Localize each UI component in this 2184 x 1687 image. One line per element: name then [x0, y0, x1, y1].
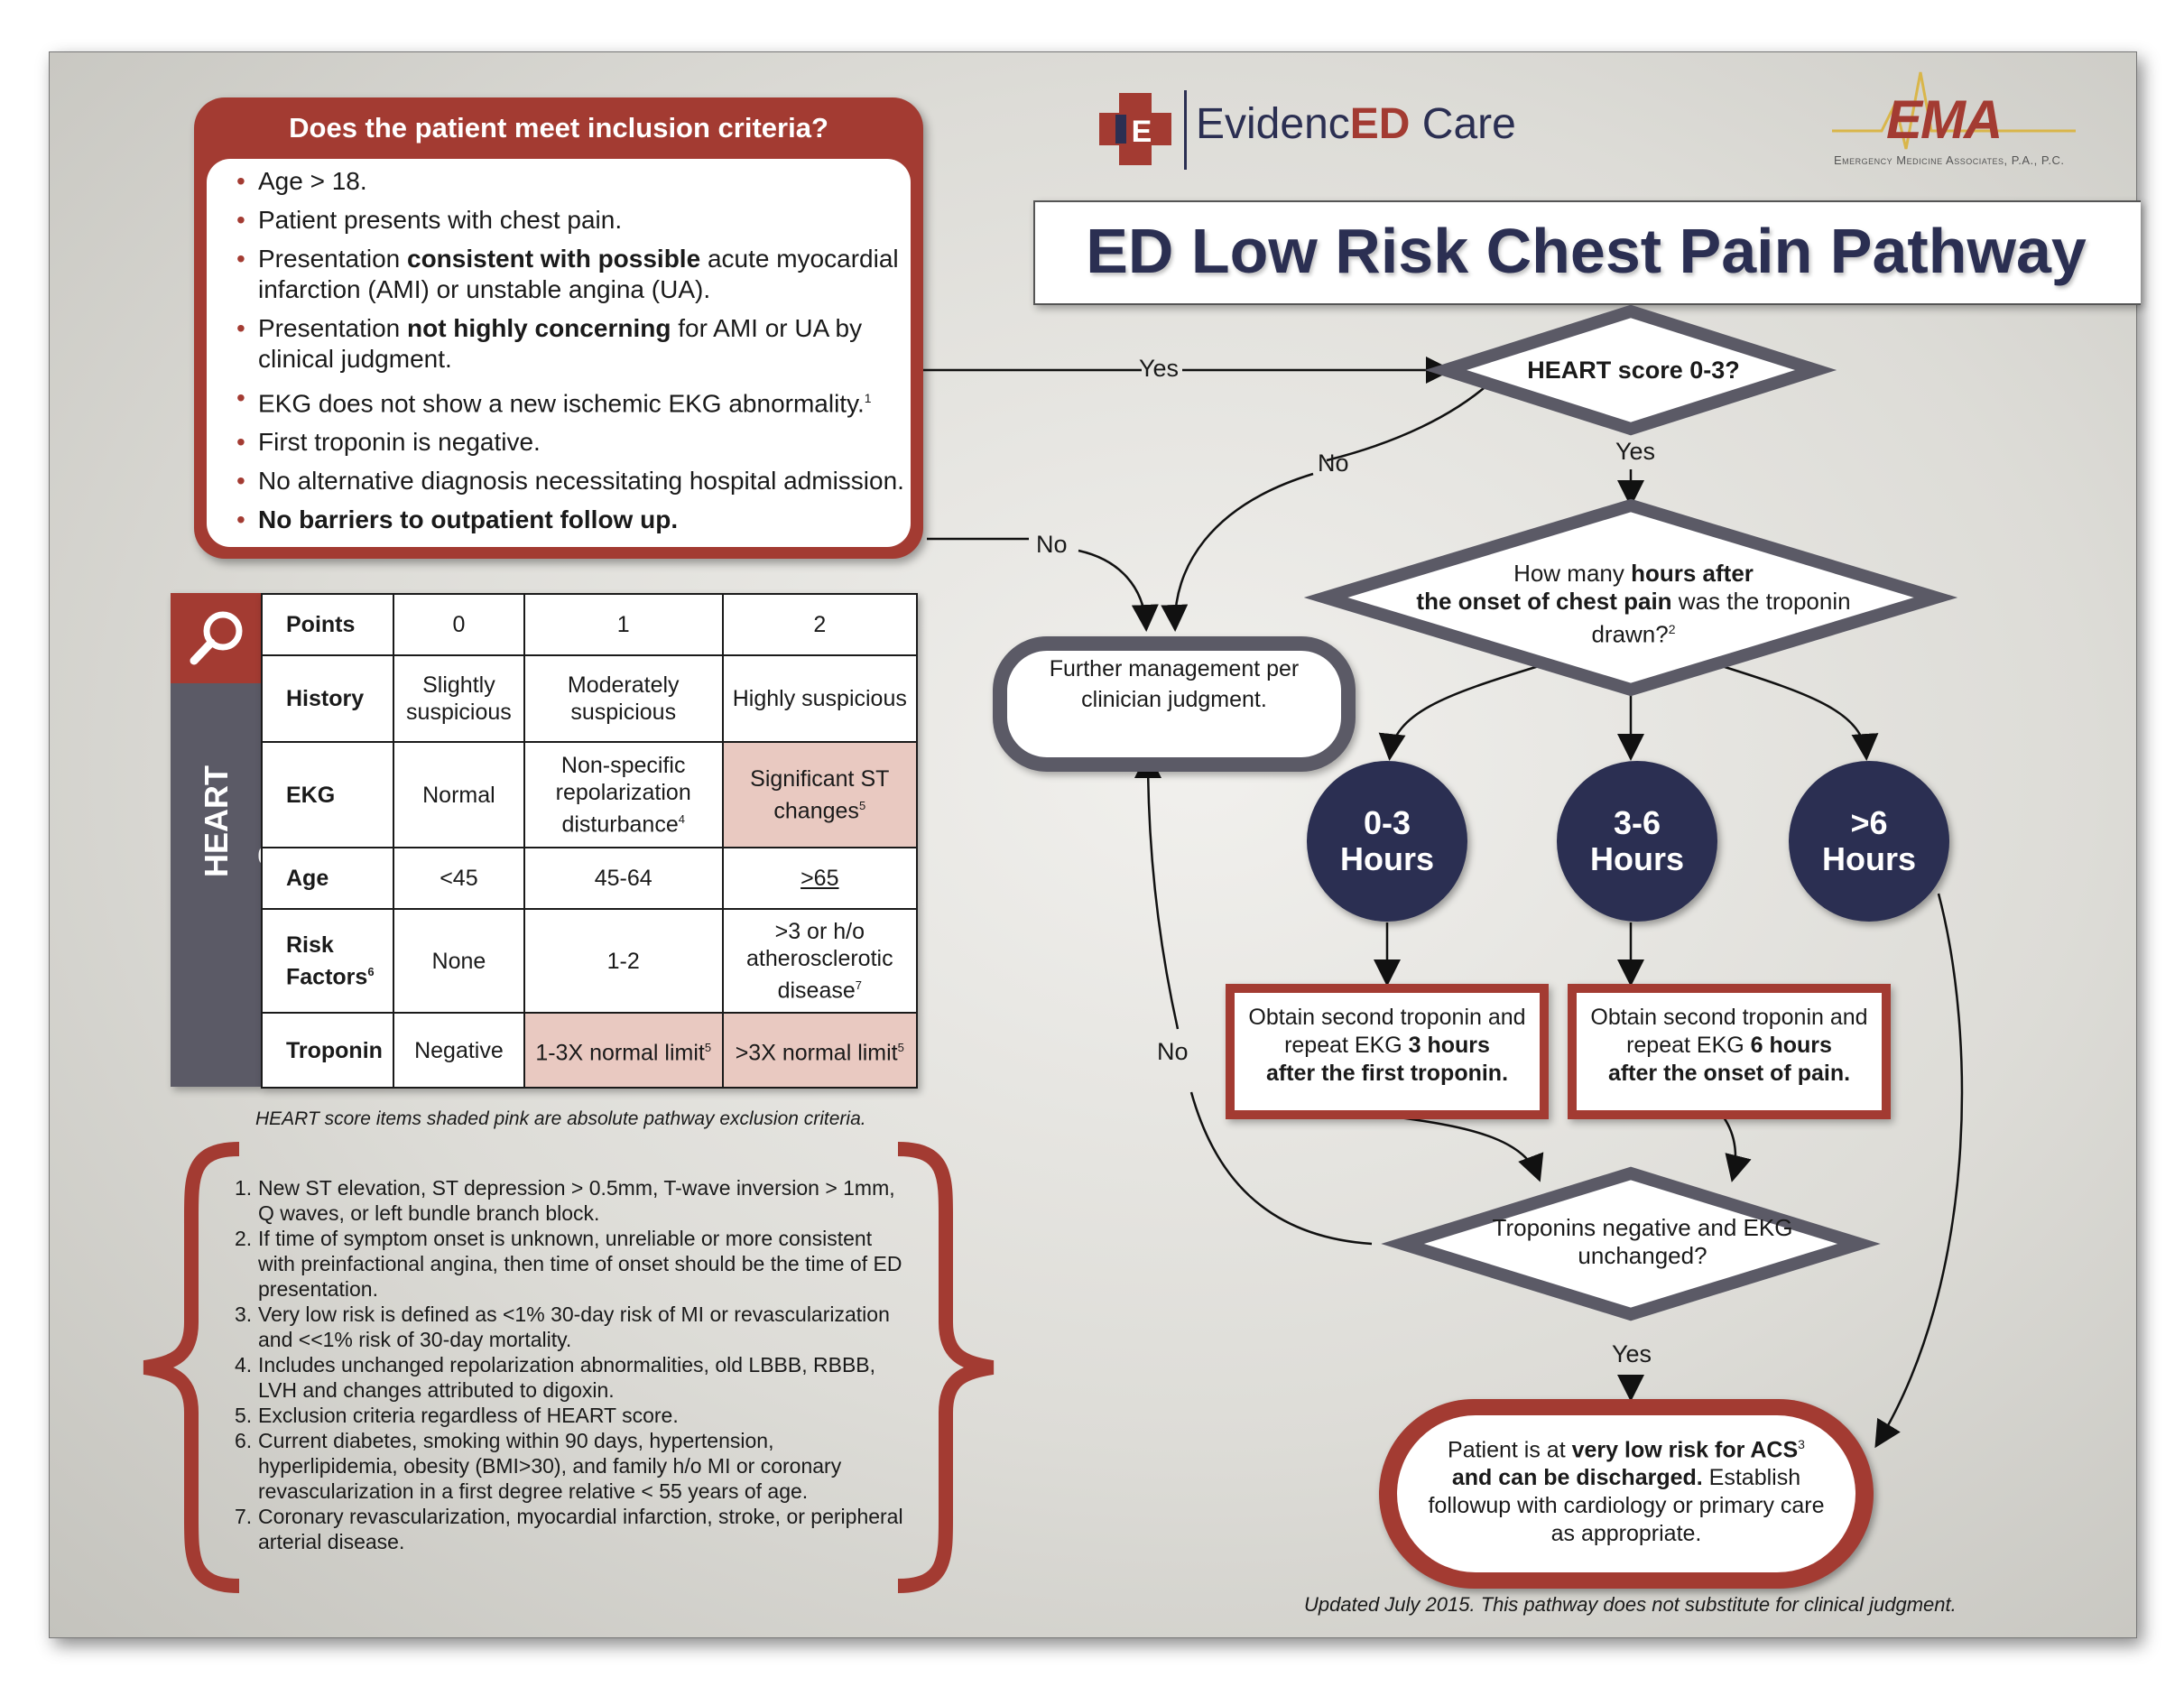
heart-score-question: HEART score 0-3? — [1527, 357, 1740, 384]
footnote-item: 4.Includes unchanged repolarization abno… — [235, 1353, 876, 1402]
hours-question: How many hours after the onset of chest … — [1416, 560, 1851, 648]
criteria-item: No barriers to outpatient follow up. — [236, 505, 904, 535]
table-header-cell: 1 — [523, 593, 724, 656]
table-cell: <45 — [393, 847, 525, 910]
table-cell: Slightly suspicious — [393, 654, 525, 743]
table-cell: Normal — [393, 741, 525, 848]
no-label: No — [1157, 1038, 1189, 1065]
footnote-item: 3.Very low risk is defined as <1% 30-day… — [235, 1302, 890, 1351]
logo-divider — [1184, 90, 1187, 170]
table-cell: >3 or h/o atherosclerotic disease7 — [721, 908, 919, 1014]
footnote-item: 5.Exclusion criteria regardless of HEART… — [235, 1404, 679, 1427]
table-row: History Slightly suspicious Moderately s… — [261, 654, 919, 743]
table-cell: None — [393, 908, 525, 1014]
table-cell: Non-specific repolarization disturbance4 — [523, 741, 724, 848]
table-row-label: Age — [261, 847, 394, 910]
table-cell-exclusion: 1-3X normal limit5 — [523, 1012, 724, 1089]
troponin-question: Troponins negative and EKG unchanged? — [1492, 1214, 1793, 1269]
table-cell: 45-64 — [523, 847, 724, 910]
table-cell-exclusion: Significant ST changes5 — [721, 741, 919, 848]
criteria-item: Age > 18. — [236, 166, 904, 197]
yes-label: Yes — [1615, 438, 1656, 465]
table-row: EKG Normal Non-specific repolarization d… — [261, 741, 919, 848]
footnote-item: 7.Coronary revascularization, myocardial… — [235, 1505, 903, 1553]
svg-text:E: E — [1132, 115, 1152, 149]
footnote-item: 2.If time of symptom onset is unknown, u… — [235, 1227, 902, 1301]
inclusion-criteria-title: Does the patient meet inclusion criteria… — [289, 112, 828, 144]
criteria-item: First troponin is negative. — [236, 427, 904, 458]
footnote-item: 6.Current diabetes, smoking within 90 da… — [235, 1429, 842, 1503]
yes-label: Yes — [1612, 1340, 1652, 1367]
table-row-label: History — [261, 654, 394, 743]
table-row: Age <45 45-64 >65 — [261, 847, 919, 910]
heart-score-icon-tile — [171, 593, 261, 683]
criteria-item: EKG does not show a new ischemic EKG abn… — [236, 383, 904, 419]
troponin-diamond — [1381, 1166, 1881, 1321]
heart-table-note: HEART score items shaded pink are absolu… — [255, 1108, 866, 1129]
right-brace-icon — [897, 1142, 995, 1593]
evidenced-logo-icon: E — [1099, 93, 1171, 165]
table-cell: Highly suspicious — [721, 654, 919, 743]
table-cell-exclusion: >3X normal limit5 — [721, 1012, 919, 1089]
table-header-cell: 0 — [393, 593, 525, 656]
no-label: No — [1036, 531, 1068, 558]
table-row: Points 0 1 2 — [261, 593, 919, 656]
discharge-text: Patient is at very low risk for ACS3 and… — [1428, 1437, 1825, 1547]
three-hour-troponin-text: Obtain second troponin and repeat EKG 3 … — [1248, 1005, 1526, 1086]
magnifier-icon — [190, 611, 243, 665]
page-title: ED Low Risk Chest Pain Pathway — [1086, 216, 2087, 286]
six-hour-troponin-box — [1568, 984, 1891, 1119]
table-cell: Negative — [393, 1012, 525, 1089]
table-cell: 1-2 — [523, 908, 724, 1014]
title-bar — [1033, 200, 2141, 305]
footnotes-list: 1.New ST elevation, ST depression > 0.5m… — [235, 1175, 910, 1554]
ema-heartbeat-icon — [1832, 71, 2076, 150]
criteria-item: No alternative diagnosis necessitating h… — [236, 466, 904, 496]
left-brace-icon — [143, 1142, 240, 1593]
evidenced-care-logo: EvidencED Care — [1196, 100, 1516, 148]
table-row: Troponin Negative 1-3X normal limit5 >3X… — [261, 1012, 919, 1089]
three-hour-troponin-box — [1226, 984, 1549, 1119]
criteria-item: Presentation consistent with possible ac… — [236, 244, 904, 305]
ema-logo: EMA — [1886, 89, 2003, 150]
heart-score-diamond — [1424, 304, 1837, 436]
no-label: No — [1318, 450, 1349, 477]
inclusion-criteria-list: Age > 18. Patient presents with chest pa… — [236, 166, 904, 543]
criteria-item: Presentation not highly concerning for A… — [236, 313, 904, 375]
table-row-label: Troponin — [261, 1012, 394, 1089]
table-row-label: Risk Factors6 — [261, 908, 394, 1014]
table-row-label: EKG — [261, 741, 394, 848]
discharge-node-panel — [1397, 1415, 1855, 1572]
table-cell: >65 — [721, 847, 919, 910]
table-header-cell: 2 — [721, 593, 919, 656]
criteria-item: Patient presents with chest pain. — [236, 205, 904, 236]
updated-note: Updated July 2015. This pathway does not… — [1304, 1593, 1957, 1616]
table-row: Risk Factors6 None 1-2 >3 or h/o atheros… — [261, 908, 919, 1014]
yes-label: Yes — [1139, 355, 1180, 382]
further-management-text: Further management per clinician judgmen… — [1049, 656, 1300, 712]
table-header-cell: Points — [261, 593, 394, 656]
footnote-item: 1.New ST elevation, ST depression > 0.5m… — [235, 1176, 895, 1225]
ema-logo-subtitle: Emergency Medicine Associates, P.A., P.C… — [1834, 153, 2065, 167]
hours-diamond — [1303, 498, 1958, 697]
heart-score-table: Points 0 1 2 History Slightly suspicious… — [261, 593, 919, 1089]
six-hour-troponin-text: Obtain second troponin and repeat EKG 6 … — [1590, 1005, 1868, 1086]
further-management-node — [993, 636, 1356, 772]
table-cell: Moderately suspicious — [523, 654, 724, 743]
